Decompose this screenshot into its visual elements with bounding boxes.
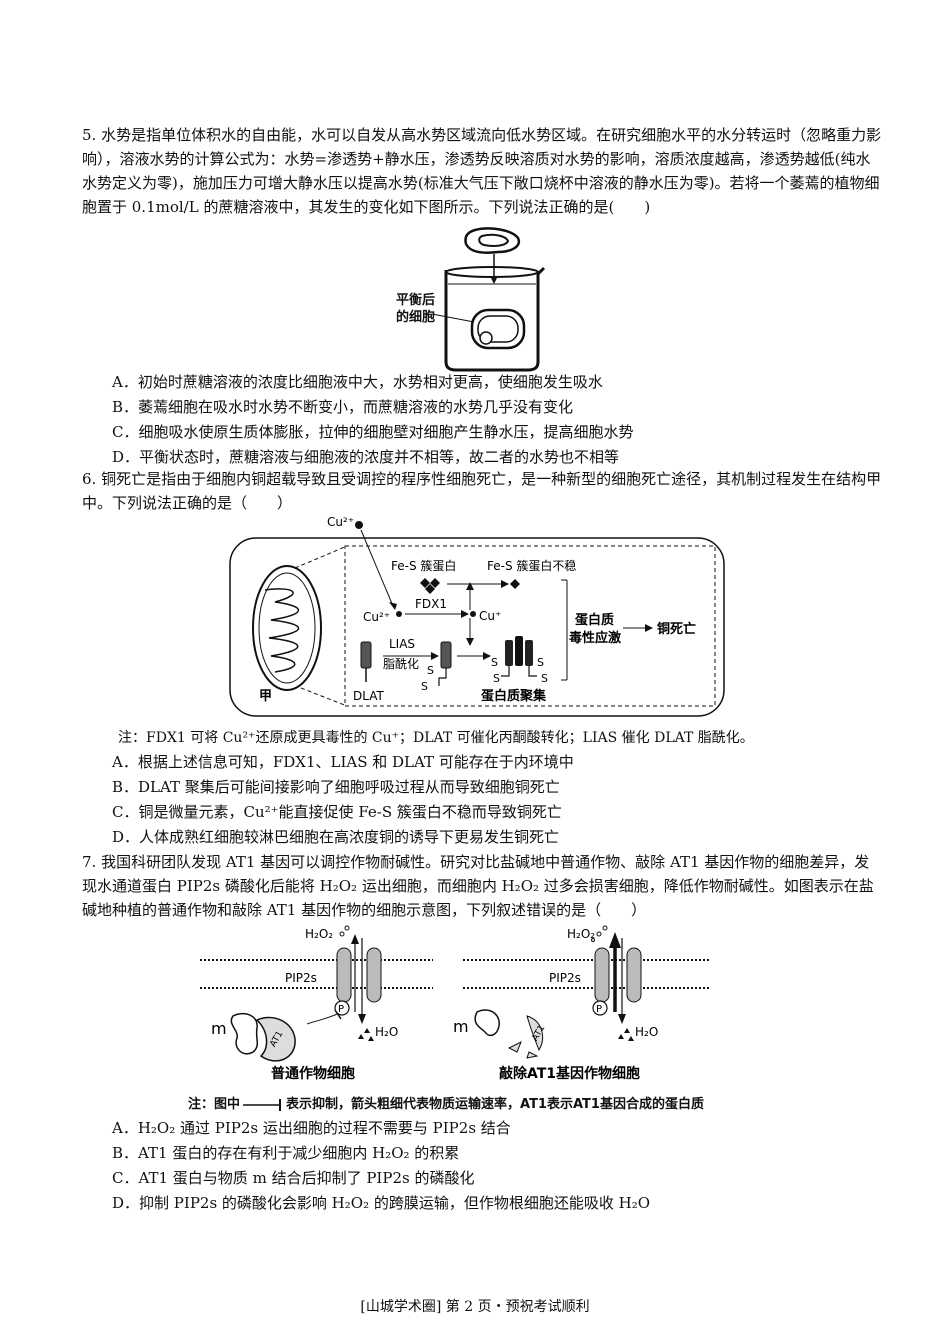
label-pip2s-right: PIP2s <box>549 971 581 985</box>
q7-option-a[interactable]: A．H₂O₂ 通过 PIP2s 运出细胞的过程不需要与 PIP2s 结合 <box>112 1119 511 1137</box>
at1-fragment-right-icon <box>526 1015 543 1052</box>
label-h2o-left: H₂O <box>375 1025 398 1039</box>
protein-aggregation-icon <box>501 636 537 677</box>
q5-option-c[interactable]: C．细胞吸水使原生质体膨胀，拉伸的细胞壁对细胞产生静水压，提高细胞水势 <box>112 423 634 441</box>
label-jia: 甲 <box>259 689 272 704</box>
dlat-protein-icon <box>360 641 372 682</box>
label-h2o-right: H₂O <box>635 1025 658 1039</box>
fes-cluster-icon <box>420 578 440 594</box>
label-cu2-top: Cu²⁺ <box>327 515 354 529</box>
inhibition-symbol-icon <box>243 1098 282 1111</box>
label-h2o2-right: H₂O₂ <box>567 927 595 941</box>
q6-cuproptosis-figure: Cu²⁺ Fe-S 簇蛋白 Fe-S 簇蛋白不稳 Cu²⁺ FDX1 Cu⁺ 蛋… <box>229 515 725 717</box>
label-p-left: P <box>338 1004 344 1015</box>
q6-option-c[interactable]: C．铜是微量元素，Cu²⁺能直接促使 Fe-S 簇蛋白不稳而导致铜死亡 <box>112 803 562 821</box>
label-m-left: m <box>211 1019 227 1038</box>
label-s-2: S <box>421 680 428 693</box>
q6-option-b[interactable]: B．DLAT 聚集后可能间接影响了细胞呼吸过程从而导致细胞铜死亡 <box>112 778 560 796</box>
q6-note: 注：FDX1 可将 Cu²⁺还原成更具毒性的 Cu⁺；DLAT 可催化丙酮酸转化… <box>118 730 754 746</box>
label-s-3: S <box>491 656 498 669</box>
label-cuproptosis: 铜死亡 <box>656 621 696 637</box>
q6-option-a[interactable]: A．根据上述信息可知，FDX1、LIAS 和 DLAT 可能存在于内环境中 <box>112 753 574 771</box>
label-s-1: S <box>427 664 434 677</box>
wilted-cell-icon <box>464 227 521 254</box>
q6-option-d[interactable]: D．人体成熟红细胞较淋巴细胞在高浓度铜的诱导下更易发生铜死亡 <box>112 828 560 846</box>
label-proteotoxic-2: 毒性应激 <box>569 630 622 646</box>
label-s-5: S <box>537 656 544 669</box>
label-aggregation: 蛋白质聚集 <box>481 688 547 704</box>
at1-protein-left-icon <box>255 1016 296 1062</box>
caption-left: 普通作物细胞 <box>271 1065 355 1082</box>
q5-stem: 5. 水势是指单位体积水的自由能，水可以自发从高水势区域流向低水势区域。在研究细… <box>82 126 882 216</box>
label-p-right: P <box>596 1004 602 1015</box>
pip2s-channel-right-icon <box>594 932 642 1024</box>
q5-option-b[interactable]: B．萎蔫细胞在吸水时水势不断变小，而蔗糖溶液的水势几乎没有变化 <box>112 398 574 416</box>
lipoylated-dlat-icon <box>438 641 452 686</box>
q7-note-prefix: 注：图中 <box>188 1097 241 1112</box>
beaker-icon <box>444 266 546 372</box>
q7-note-suffix: 表示抑制，箭头粗细代表物质运输速率，AT1表示AT1基因合成的蛋白质 <box>286 1097 704 1112</box>
label-lias: LIAS <box>389 637 415 651</box>
label-fdx1: FDX1 <box>415 597 447 611</box>
q7-option-d[interactable]: D．抑制 PIP2s 的磷酸化会影响 H₂O₂ 的跨膜运输，但作物根细胞还能吸收… <box>112 1194 651 1212</box>
q5-option-d[interactable]: D．平衡状态时，蔗糖溶液与细胞液的浓度并不相等，故二者的水势也不相等 <box>112 448 620 466</box>
substance-m-left-icon <box>230 1012 259 1055</box>
q7-option-b[interactable]: B．AT1 蛋白的存在有利于减少细胞内 H₂O₂ 的积累 <box>112 1144 460 1162</box>
label-cu-plus: Cu⁺ <box>479 609 501 623</box>
q7-note: 注：图中 表示抑制，箭头粗细代表物质运输速率，AT1表示AT1基因合成的蛋白质 <box>188 1095 704 1115</box>
q5-option-a[interactable]: A．初始时蔗糖溶液的浓度比细胞液中大，水势相对更高，使细胞发生吸水 <box>112 373 603 391</box>
label-pip2s-left: PIP2s <box>285 971 317 985</box>
label-h2o2-left: H₂O₂ <box>305 927 333 941</box>
label-cu2-inner: Cu²⁺ <box>363 610 390 624</box>
q7-stem: 7. 我国科研团队发现 AT1 基因可以调控作物耐碱性。研究对比盐碱地中普通作物… <box>82 853 874 919</box>
label-m-right: m <box>453 1017 469 1036</box>
figure-label-line1: 平衡后 <box>396 293 436 308</box>
label-lipoylation: 脂酰化 <box>383 656 419 671</box>
label-s-4: S <box>493 672 500 685</box>
mitochondrion-icon <box>252 565 322 691</box>
figure-label-line2: 的细胞 <box>396 310 436 325</box>
substance-m-right-icon <box>474 1009 500 1037</box>
q7-pip2s-figure: H₂O₂ PIP2s P H₂O m AT1 H₂O₂ PIP2s P H₂O … <box>200 925 710 1082</box>
q5-figure-label: 平衡后 的细胞 <box>396 292 435 326</box>
q7-option-c[interactable]: C．AT1 蛋白与物质 m 结合后抑制了 PIP2s 的磷酸化 <box>112 1169 475 1187</box>
label-fes-cluster: Fe-S 簇蛋白 <box>391 558 456 573</box>
caption-right: 敲除AT1基因作物细胞 <box>499 1065 640 1082</box>
label-dlat: DLAT <box>353 689 384 703</box>
balanced-cell-icon <box>470 308 526 350</box>
label-fes-unstable: Fe-S 簇蛋白不稳 <box>487 558 576 573</box>
label-s-6: S <box>541 672 548 685</box>
q5-beaker-figure <box>431 227 546 372</box>
label-proteotoxic-1: 蛋白质 <box>575 612 614 628</box>
page-footer: [山城学术圈] 第 2 页・预祝考试顺利 <box>360 1299 590 1315</box>
q6-stem: 6. 铜死亡是指由于细胞内铜超载导致且受调控的程序性细胞死亡，是一种新型的细胞死… <box>82 470 882 512</box>
